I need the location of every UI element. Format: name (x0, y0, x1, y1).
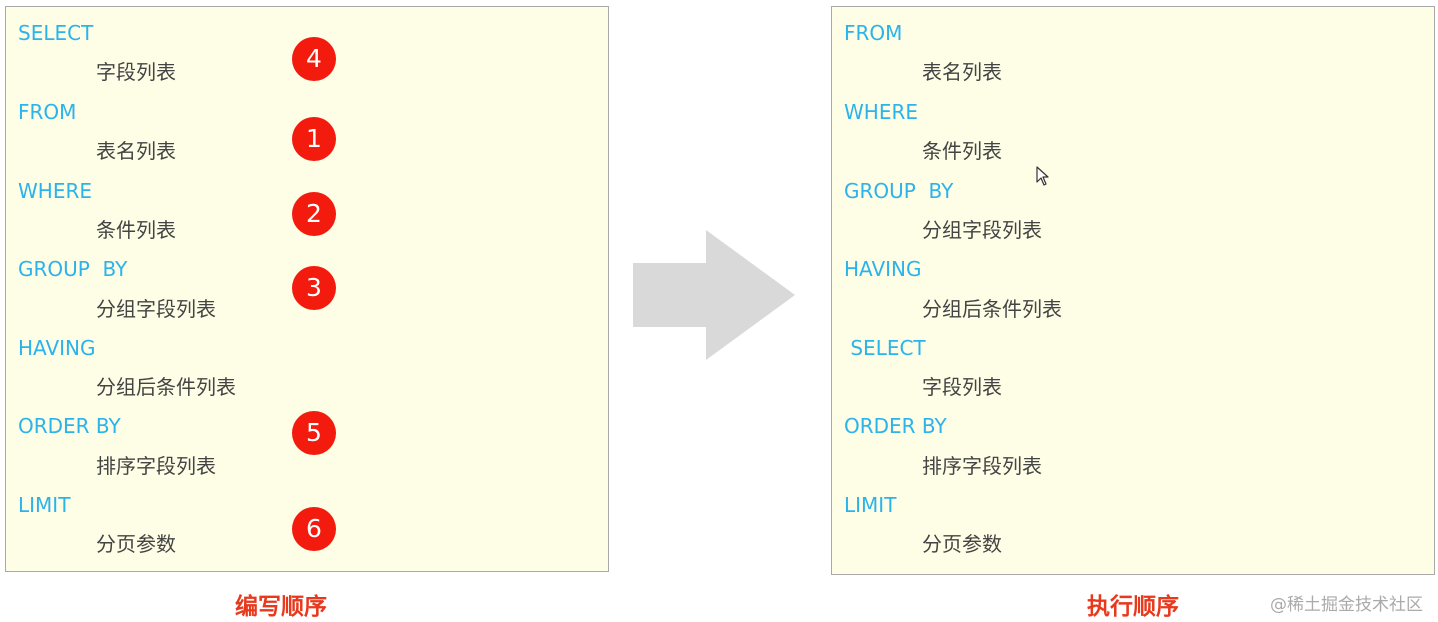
keyword-from: FROM (844, 21, 903, 45)
keyword-where: WHERE (844, 100, 918, 124)
order-badge-select: 4 (292, 37, 336, 81)
order-badge-limit: 6 (292, 507, 336, 551)
keyword-group-by: GROUP BY (844, 179, 954, 203)
keyword-order-by: ORDER BY (844, 414, 947, 438)
watermark: @稀土掘金技术社区 (1270, 595, 1423, 615)
item-sort-field-list: 排序字段列表 (922, 454, 1042, 478)
item-paging-params: 分页参数 (96, 532, 176, 556)
caption-execution-order: 执行顺序 (1087, 594, 1179, 620)
item-table-list: 表名列表 (922, 60, 1002, 84)
order-badge-group-by: 3 (292, 266, 336, 310)
item-field-list: 字段列表 (922, 375, 1002, 399)
caption-writing-order: 编写顺序 (235, 594, 327, 620)
keyword-limit: LIMIT (18, 493, 71, 517)
order-badge-where: 2 (292, 192, 336, 236)
item-group-field-list: 分组字段列表 (96, 297, 216, 321)
order-badge-order-by: 5 (292, 411, 336, 455)
keyword-where: WHERE (18, 179, 92, 203)
item-table-list: 表名列表 (96, 139, 176, 163)
writing-order-panel: SELECT 字段列表 FROM 表名列表 WHERE 条件列表 GROUP B… (5, 6, 609, 572)
keyword-group-by: GROUP BY (18, 257, 128, 281)
item-condition-list: 条件列表 (922, 139, 1002, 163)
mouse-cursor-icon (1036, 166, 1049, 186)
keyword-select: SELECT (18, 21, 94, 45)
item-post-group-condition-list: 分组后条件列表 (96, 375, 236, 399)
item-field-list: 字段列表 (96, 60, 176, 84)
execution-order-panel: FROM 表名列表 WHERE 条件列表 GROUP BY 分组字段列表 HAV… (831, 6, 1435, 575)
keyword-from: FROM (18, 100, 77, 124)
item-group-field-list: 分组字段列表 (922, 218, 1042, 242)
keyword-having: HAVING (844, 257, 922, 281)
keyword-having: HAVING (18, 336, 96, 360)
keyword-limit: LIMIT (844, 493, 897, 517)
item-condition-list: 条件列表 (96, 218, 176, 242)
order-badge-from: 1 (292, 117, 336, 161)
item-paging-params: 分页参数 (922, 532, 1002, 556)
item-sort-field-list: 排序字段列表 (96, 454, 216, 478)
keyword-select: SELECT (844, 336, 926, 360)
keyword-order-by: ORDER BY (18, 414, 121, 438)
item-post-group-condition-list: 分组后条件列表 (922, 297, 1062, 321)
right-arrow-icon (633, 230, 795, 360)
